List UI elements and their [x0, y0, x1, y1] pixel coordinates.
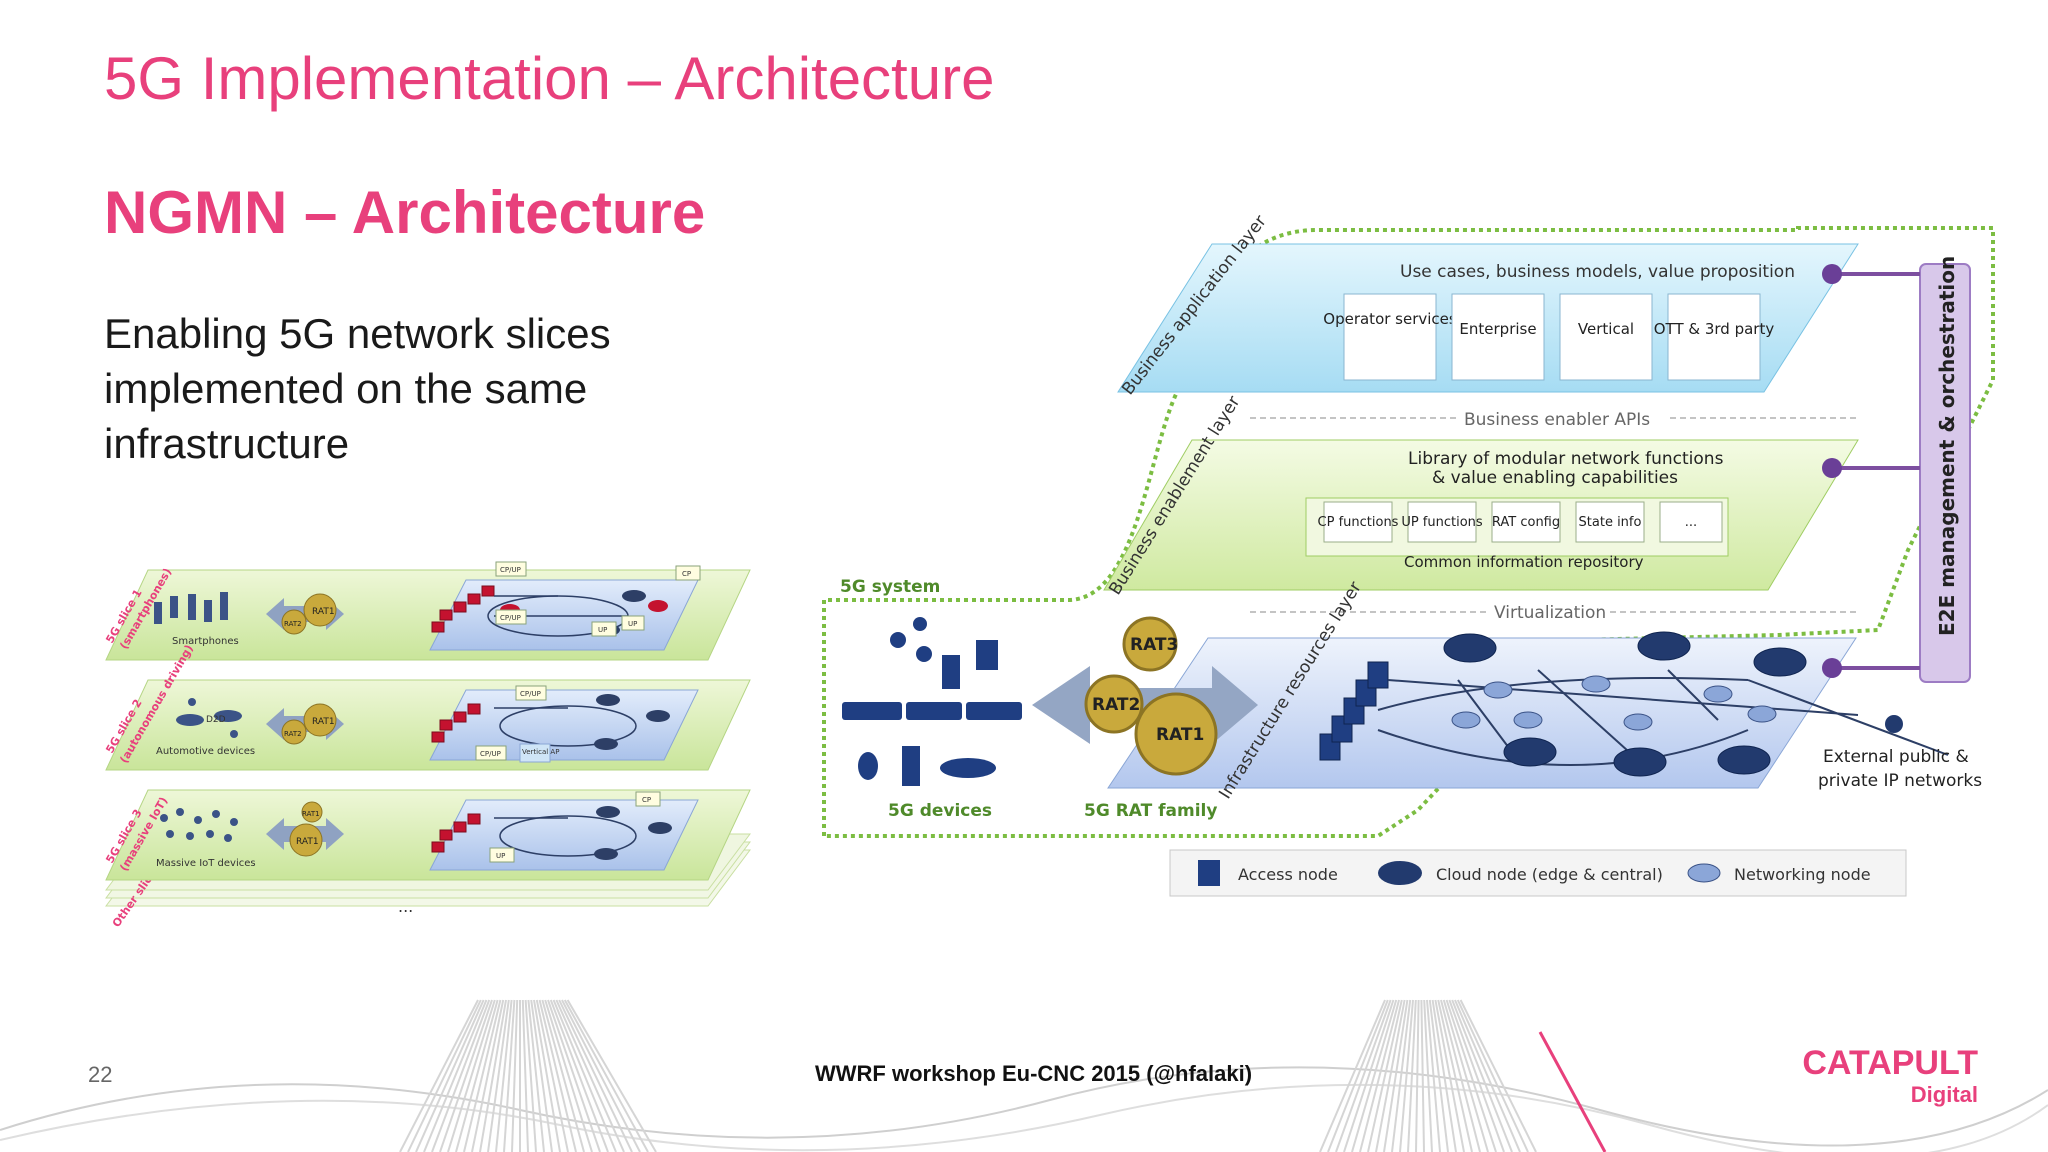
svg-text:RAT2: RAT2	[284, 730, 302, 738]
business-enabler-apis-label: Business enabler APIs	[1464, 410, 1650, 430]
slice-3: 5G slice 3 (massive IoT) Massive IoT dev…	[103, 789, 751, 881]
svg-text:CP: CP	[682, 570, 691, 578]
box-enterprise: Enterprise	[1459, 320, 1536, 338]
catapult-digital-logo: CATAPULT Digital	[1802, 1044, 1978, 1107]
car-icons	[176, 698, 242, 738]
rat-gears-3: RAT1 RAT1	[266, 801, 344, 857]
subtitle: Enabling 5G network slices implemented o…	[104, 306, 611, 471]
slice-3-nodes: CP UP	[431, 791, 672, 863]
business-application-boxes: Operator services Enterprise Vertical OT…	[1323, 293, 1775, 381]
svg-text:CP functions: CP functions	[1318, 515, 1399, 530]
footer-text: WWRF workshop Eu-CNC 2015 (@hfalaki)	[815, 1061, 1253, 1086]
rat3-label: RAT3	[1130, 635, 1178, 655]
enablement-header-line-2: & value enabling capabilities	[1432, 468, 1678, 488]
rat-gears-2: RAT1 RAT2	[266, 703, 344, 745]
5g-system-boundary	[822, 226, 1995, 838]
svg-text:RAT config: RAT config	[1492, 515, 1560, 530]
legend-cloud-node: Cloud node (edge & central)	[1436, 865, 1663, 884]
slice-1: 5G slice 1 (smartphones) Smartphones RAT…	[103, 561, 751, 661]
subtitle-line-3: infrastructure	[104, 420, 350, 467]
section-title: NGMN – Architecture	[104, 179, 706, 246]
business-application-header: Use cases, business models, value propos…	[1400, 262, 1795, 282]
svg-text:UP: UP	[628, 620, 637, 628]
common-information-repository: Common information repository	[1404, 553, 1644, 571]
subtitle-line-1: Enabling 5G network slices	[104, 310, 611, 357]
svg-text:RAT1: RAT1	[302, 810, 320, 818]
svg-text:CP/UP: CP/UP	[480, 750, 501, 758]
external-network-endpoint	[1885, 715, 1903, 733]
legend-cloud-node-swatch	[1378, 861, 1422, 885]
svg-text:...: ...	[1685, 515, 1697, 530]
rat2-label: RAT2	[1092, 695, 1140, 715]
iot-device-dots	[160, 808, 238, 842]
svg-text:Digital: Digital	[1911, 1082, 1978, 1107]
rat1-label: RAT1	[1156, 725, 1204, 745]
ellipsis-label: ...	[398, 897, 413, 916]
slice-2-devices-label: Automotive devices	[156, 746, 255, 757]
box-operator-services: Operator services	[1323, 310, 1457, 328]
box-vertical: Vertical	[1578, 320, 1634, 338]
legend: Access node Cloud node (edge & central) …	[1169, 849, 1907, 897]
access-node-stack	[1319, 661, 1389, 761]
svg-text:CP: CP	[642, 796, 651, 804]
virtualization-label: Virtualization	[1494, 603, 1606, 623]
5g-devices-group	[842, 617, 1022, 786]
subtitle-line-2: implemented on the same	[104, 365, 588, 412]
svg-text:State info: State info	[1579, 515, 1642, 530]
external-networks-line-2: private IP networks	[1818, 771, 1982, 791]
svg-text:UP: UP	[496, 852, 505, 860]
5g-rat-family-label: 5G RAT family	[1084, 801, 1217, 821]
business-enablement-layer: Business enablement layer Library of mod…	[1103, 393, 1859, 599]
svg-text:D2D: D2D	[206, 715, 226, 725]
legend-access-node-swatch	[1198, 860, 1220, 886]
business-application-layer: Business application layer Use cases, bu…	[1117, 212, 1859, 399]
svg-text:CP/UP: CP/UP	[520, 690, 541, 698]
svg-text:UP: UP	[598, 626, 607, 634]
slide-title: 5G Implementation – Architecture	[104, 45, 995, 112]
legend-access-node: Access node	[1238, 865, 1338, 884]
network-slices-diagram: Other slices ... 5G slice 1 (smartphones…	[103, 561, 751, 930]
smartphone-icons	[154, 592, 228, 624]
legend-networking-node: Networking node	[1734, 865, 1871, 884]
5g-devices-label: 5G devices	[888, 801, 992, 821]
svg-text:CP/UP: CP/UP	[500, 614, 521, 622]
svg-text:CATAPULT: CATAPULT	[1802, 1044, 1978, 1082]
svg-text:Vertical AP: Vertical AP	[522, 748, 559, 756]
e2e-connector-dots	[1822, 264, 1842, 678]
svg-text:UP functions: UP functions	[1401, 515, 1483, 530]
svg-text:RAT1: RAT1	[312, 717, 335, 727]
e2e-management-label: E2E management & orchestration	[1935, 256, 1959, 636]
e2e-connectors	[1832, 272, 1920, 670]
slice-3-devices-label: Massive IoT devices	[156, 858, 256, 869]
enablement-function-boxes: CP functions UP functions RAT config Sta…	[1318, 501, 1723, 543]
footer-wave-decoration	[0, 999, 2048, 1152]
rat-family-group: RAT3 RAT2 RAT1	[1032, 616, 1258, 776]
svg-text:RAT2: RAT2	[284, 620, 302, 628]
ngmn-architecture-diagram: 5G system Business application layer Use…	[822, 212, 1995, 897]
slice-2: 5G slice 2 (autonomous driving) D2D Auto…	[103, 643, 751, 771]
page-number: 22	[88, 1062, 113, 1087]
slice-2-nodes: CP/UP CP/UP Vertical AP	[431, 685, 670, 763]
5g-system-label: 5G system	[840, 577, 940, 597]
svg-text:CP/UP: CP/UP	[500, 566, 521, 574]
e2e-management-bar	[1919, 263, 1971, 683]
svg-text:RAT1: RAT1	[296, 837, 319, 847]
box-ott-3rd-party: OTT & 3rd party	[1654, 320, 1775, 338]
external-networks-line-1: External public &	[1823, 747, 1969, 767]
legend-networking-node-swatch	[1687, 863, 1721, 883]
rat-gears-1: RAT1 RAT2	[266, 593, 344, 635]
svg-text:RAT1: RAT1	[312, 607, 335, 617]
networking-nodes	[1451, 675, 1777, 731]
cloud-nodes	[1443, 631, 1807, 777]
slice-1-nodes: CP/UP CP/UP CP UP UP	[431, 561, 701, 637]
slice-1-devices-label: Smartphones	[172, 636, 239, 647]
enablement-header-line-1: Library of modular network functions	[1408, 449, 1724, 469]
